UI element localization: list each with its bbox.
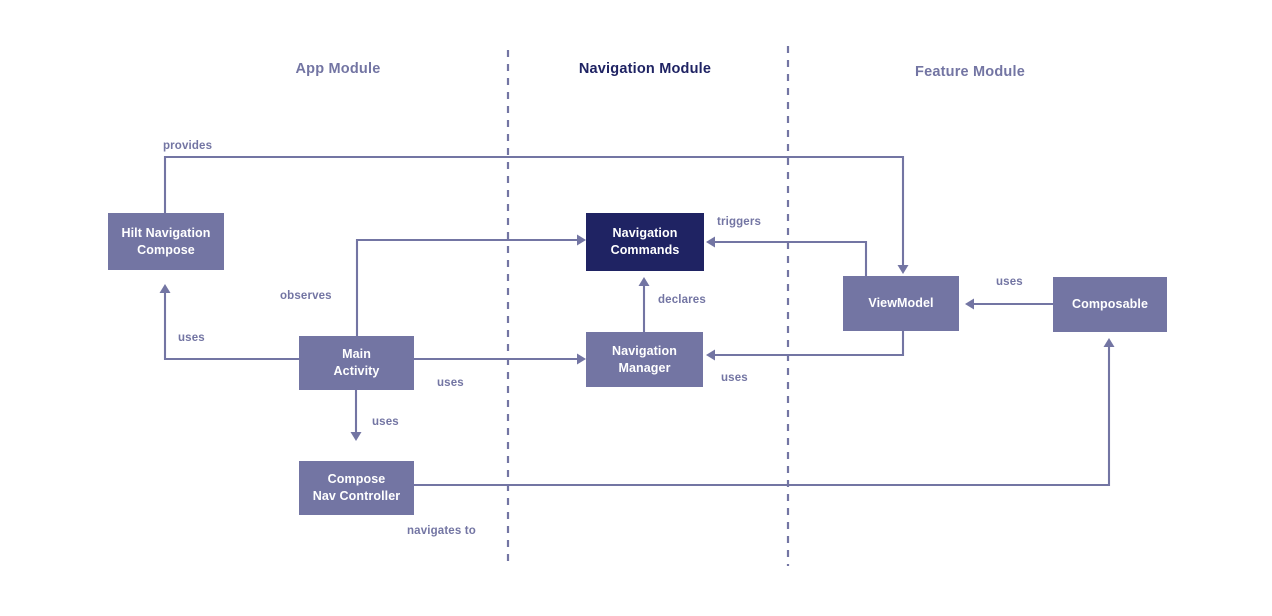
node-label-line: Navigation <box>612 343 677 358</box>
edge-observes-line <box>355 238 580 336</box>
module-header-navigation-module: Navigation Module <box>578 61 712 77</box>
edge-triggers-arrowhead <box>706 236 715 248</box>
edge-declares-arrowhead <box>638 277 650 286</box>
edge-uses-hilt <box>159 284 299 361</box>
edge-uses-composable-viewmodel <box>965 298 1053 310</box>
edge-navigates-to-arrowhead <box>1103 338 1115 347</box>
edge-observes-arrowhead <box>577 234 586 246</box>
edge-label-declares: declares <box>658 294 706 306</box>
edge-uses-main-compose-nav-arrowhead <box>350 432 362 441</box>
node-label-line: Composable <box>1071 297 1148 312</box>
edge-navigates-to-line <box>414 344 1111 487</box>
node-label-line: Hilt Navigation <box>121 225 211 240</box>
edge-label-uses-composable-viewmodel: uses <box>996 276 1023 288</box>
node-composable[interactable]: Composable <box>1053 277 1167 332</box>
node-label-line: Compose <box>137 242 195 257</box>
node-label-line: Nav Controller <box>312 489 401 503</box>
edge-uses-hilt-arrowhead <box>159 284 171 293</box>
edge-label-observes: observes <box>280 290 332 302</box>
node-label-line: Navigation <box>612 226 678 241</box>
edge-navigates-to <box>414 338 1115 487</box>
edge-declares <box>638 277 650 332</box>
edge-provides-line <box>163 155 905 268</box>
edge-uses-viewmodel-navmanager-arrowhead <box>706 349 715 361</box>
module-header-app-module: App Module <box>295 61 381 77</box>
node-label-line: Activity <box>333 364 380 378</box>
edge-label-navigates-to: navigates to <box>407 525 476 537</box>
edge-uses-main-compose-nav <box>350 390 362 441</box>
node-label-line: Compose <box>327 472 386 487</box>
node-label-line: Manager <box>618 360 671 375</box>
edge-label-uses-main-compose-nav: uses <box>372 416 399 428</box>
edge-label-triggers: triggers <box>717 216 762 228</box>
edge-observes <box>355 234 586 336</box>
edge-label-provides: provides <box>163 140 213 152</box>
node-label-line: ViewModel <box>868 296 934 311</box>
edge-triggers-line <box>712 240 868 276</box>
edge-label-uses-navmanager: uses <box>437 377 464 389</box>
edge-uses-viewmodel-navmanager <box>706 331 905 361</box>
edge-provides <box>163 155 909 274</box>
node-viewmodel[interactable]: ViewModel <box>843 276 959 331</box>
node-label-viewmodel: ViewModel <box>868 295 933 312</box>
edge-provides-arrowhead <box>897 265 909 274</box>
edge-label-uses-hilt: uses <box>178 332 205 344</box>
edge-uses-viewmodel-navmanager-line <box>712 331 905 357</box>
node-label-line: Main <box>342 347 371 362</box>
edge-uses-composable-viewmodel-arrowhead <box>965 298 974 310</box>
edge-uses-navmanager-arrowhead <box>577 353 586 365</box>
node-label-line: Commands <box>610 243 680 257</box>
edge-triggers <box>706 236 868 276</box>
edge-label-uses-viewmodel-navmanager: uses <box>721 372 748 384</box>
node-label-composable: Composable <box>1072 296 1148 313</box>
edge-uses-navmanager <box>414 353 586 365</box>
module-header-feature-module: Feature Module <box>915 64 1025 80</box>
edge-uses-hilt-line <box>163 290 299 361</box>
